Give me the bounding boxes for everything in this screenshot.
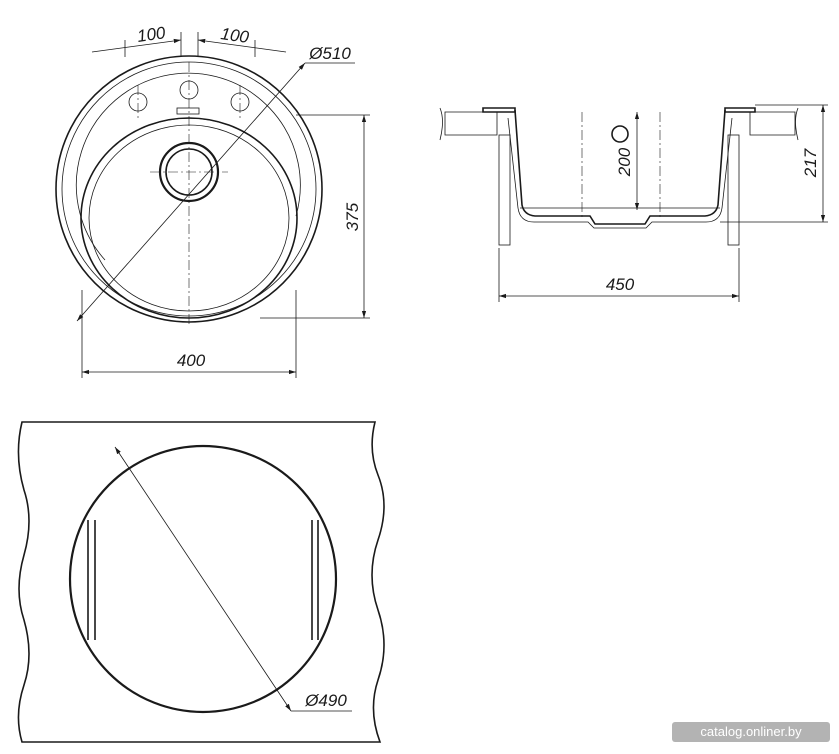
dim-text-450: 450	[606, 275, 635, 294]
dim-line-100-right	[197, 38, 287, 53]
dim-line-diameter-490	[114, 446, 292, 712]
countertop-right	[749, 111, 796, 136]
dim-text-diameter-490: Ø490	[304, 691, 347, 710]
countertop-outline	[17, 421, 385, 743]
dim-line-100-left	[91, 38, 182, 53]
watermark-text: catalog.onliner.by	[700, 724, 802, 739]
watermark-bg	[672, 722, 830, 742]
watermark: catalog.onliner.by	[672, 722, 830, 742]
cabinet-wall-right	[727, 134, 740, 246]
cabinet-wall-left	[498, 134, 511, 246]
dim-text-217: 217	[801, 148, 820, 178]
countertop-left	[444, 111, 498, 136]
sink-flange-left	[482, 107, 516, 113]
sink-body-inner	[507, 117, 733, 229]
dim-text-100-left: 100	[136, 23, 167, 46]
dim-line-diameter-510	[76, 62, 306, 322]
dim-text-375: 375	[343, 202, 362, 231]
overflow-hole	[611, 125, 629, 143]
break-line-right	[795, 107, 799, 141]
top-view: 100 100 Ø510 375 400	[55, 23, 370, 378]
sink-body-outer	[514, 109, 726, 225]
dim-text-diameter-510: Ø510	[308, 44, 351, 63]
sink-flange-right	[724, 107, 756, 113]
cutout-view: Ø490	[17, 421, 385, 743]
cutout-circle	[68, 444, 338, 714]
break-line-left	[439, 107, 443, 141]
overflow-slot	[176, 107, 200, 115]
dim-text-200: 200	[615, 147, 634, 177]
dim-text-400: 400	[177, 351, 206, 370]
deck-edge	[75, 72, 301, 261]
dim-text-100-right: 100	[219, 24, 250, 47]
side-view: 200 217 450	[439, 104, 828, 302]
